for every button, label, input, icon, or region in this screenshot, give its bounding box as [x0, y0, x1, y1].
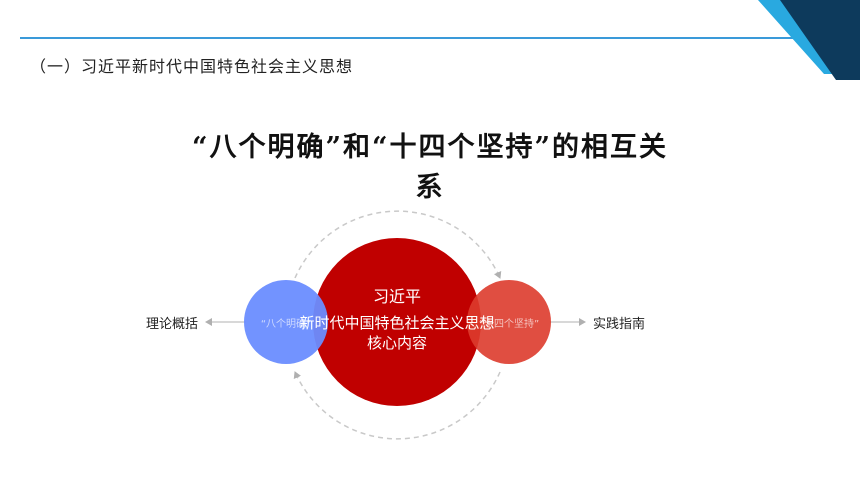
header-accent-line — [20, 37, 842, 39]
center-circle — [313, 238, 481, 406]
right-circle-label: “十四个坚持” — [478, 319, 540, 330]
right-circle — [467, 280, 551, 364]
right-side-label: 实践指南 — [593, 317, 646, 332]
section-heading: （一）习近平新时代中国特色社会主义思想 — [30, 57, 354, 76]
center-circle-title: 习近平 — [372, 287, 421, 306]
left-circle — [244, 280, 328, 364]
center-circle-body-line-1: 新时代中国特色社会主义思想 — [299, 314, 495, 332]
corner-decoration — [758, 0, 860, 80]
center-circle-body-line-2: 核心内容 — [366, 334, 427, 352]
dashed-cycle-arc-bottom — [293, 371, 501, 440]
dashed-cycle-arc-top — [294, 210, 502, 279]
left-circle-label: “八个明确” — [260, 319, 312, 330]
slide-title-line-1: “八个明确”和“十四个坚持”的相互关 — [191, 132, 669, 163]
left-side-label: 理论概括 — [146, 317, 199, 332]
slide-title: “八个明确”和“十四个坚持”的相互关 系 — [160, 128, 700, 208]
center-circle-body: 新时代中国特色社会主义思想 核心内容 — [250, 313, 544, 353]
slide-title-line-2: 系 — [415, 172, 445, 203]
